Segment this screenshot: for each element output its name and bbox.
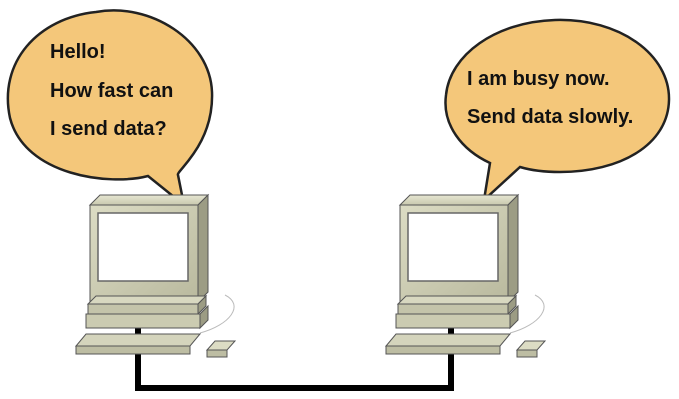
left-computer [76, 195, 235, 357]
left-mouse [207, 341, 235, 357]
left-system-unit [86, 296, 208, 328]
left-monitor [90, 195, 208, 302]
right-keyboard [386, 334, 510, 354]
left-monitor-screen [98, 213, 188, 281]
left-bubble-line-1: Hello! [50, 41, 106, 63]
right-speech-bubble: I am busy now. Send data slowly. [445, 20, 669, 200]
left-bubble-line-3: I send data? [50, 118, 167, 140]
left-keyboard [76, 334, 200, 354]
left-speech-bubble: Hello! How fast can I send data? [8, 10, 212, 205]
right-mouse [517, 341, 545, 357]
left-bubble-line-2: How fast can [50, 80, 173, 102]
right-bubble-line-2: Send data slowly. [467, 106, 633, 128]
right-bubble-line-1: I am busy now. [467, 68, 610, 90]
right-system-unit [396, 296, 518, 328]
right-monitor [400, 195, 518, 302]
right-computer [386, 195, 545, 357]
right-monitor-screen [408, 213, 498, 281]
